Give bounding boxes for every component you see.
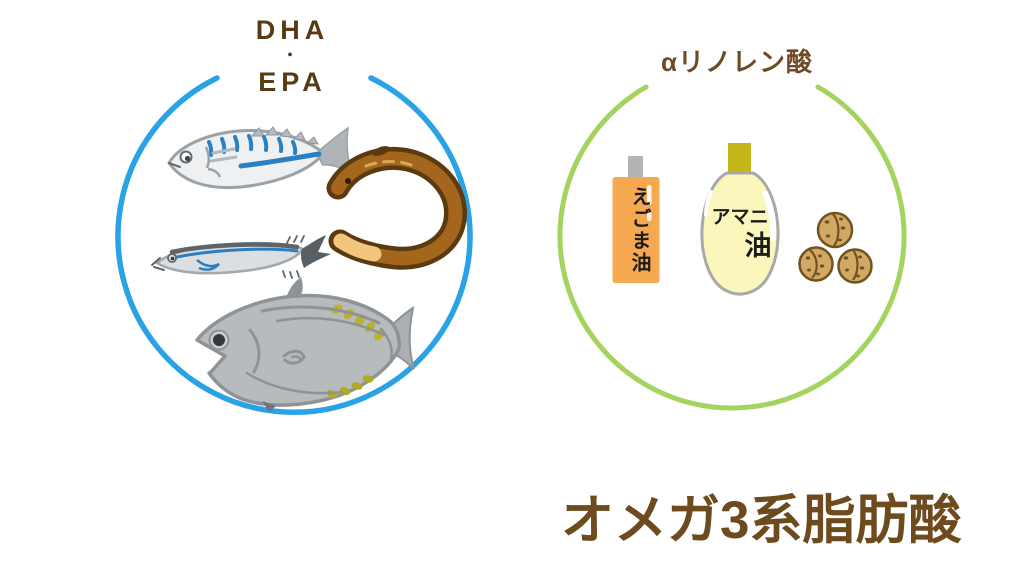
tuna-pelvic-fin [262,401,276,412]
walnuts-icon [798,211,873,284]
dha-epa-label: DHA ・ EPA [210,14,370,98]
dha-label-line: DHA [255,15,330,45]
saury-fin [196,259,220,271]
green-circle-outline [557,84,907,411]
eel-eye [345,178,351,184]
flaxseed-oil-label-line2: 油 [744,231,772,261]
perilla-oil-label: えごま油 [628,186,650,274]
saury-icon [151,235,331,279]
tuna-icon [195,277,415,412]
mackerel-dorsal-spikes [250,126,319,145]
perilla-oil-bottle-icon [612,156,660,283]
flaxseed-oil-bottle-icon [700,143,780,296]
flaxseed-bottle-cap [728,143,751,174]
eel-fin [372,146,390,156]
perilla-bottle-cap [628,156,643,178]
eel-icon [326,146,467,270]
omega3-caption: オメガ3系脂肪酸 [561,491,962,550]
alpha-linolenic-label: αリノレン酸 [661,47,813,77]
walnut-spots [805,217,865,278]
saury-tail [300,235,331,268]
mackerel-icon [167,126,354,190]
flaxseed-oil-label-line1: アマニ [711,207,769,228]
dha-epa-separator: ・ [282,47,298,64]
blue-circle-outline [115,75,473,416]
epa-label-line: EPA [258,67,327,97]
eel-tail-belly [333,233,382,262]
tuna-dorsal-fin [286,277,303,298]
